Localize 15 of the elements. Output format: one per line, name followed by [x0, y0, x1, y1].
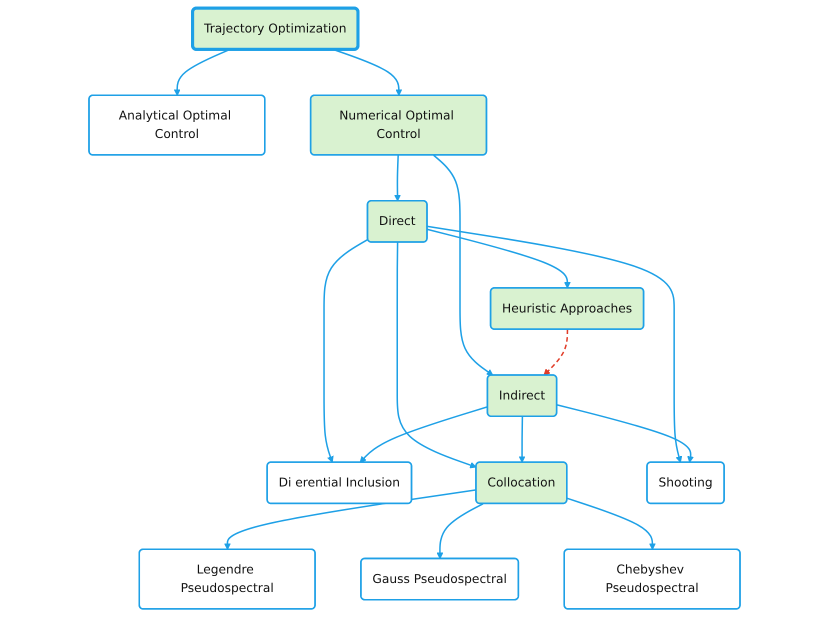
- arrow: [427, 226, 682, 463]
- arrow: [518, 416, 526, 463]
- arrow: [566, 498, 656, 550]
- arrow: [360, 406, 488, 463]
- arrow: [334, 49, 402, 96]
- arrow: [436, 503, 484, 560]
- arrow: [427, 228, 571, 289]
- arrow: [433, 154, 494, 376]
- arrow: [556, 404, 694, 463]
- arrow: [543, 330, 568, 376]
- arrow: [174, 49, 230, 96]
- arrow: [394, 155, 401, 202]
- arrow: [224, 489, 476, 550]
- arrow: [323, 238, 368, 463]
- arrow: [396, 242, 477, 468]
